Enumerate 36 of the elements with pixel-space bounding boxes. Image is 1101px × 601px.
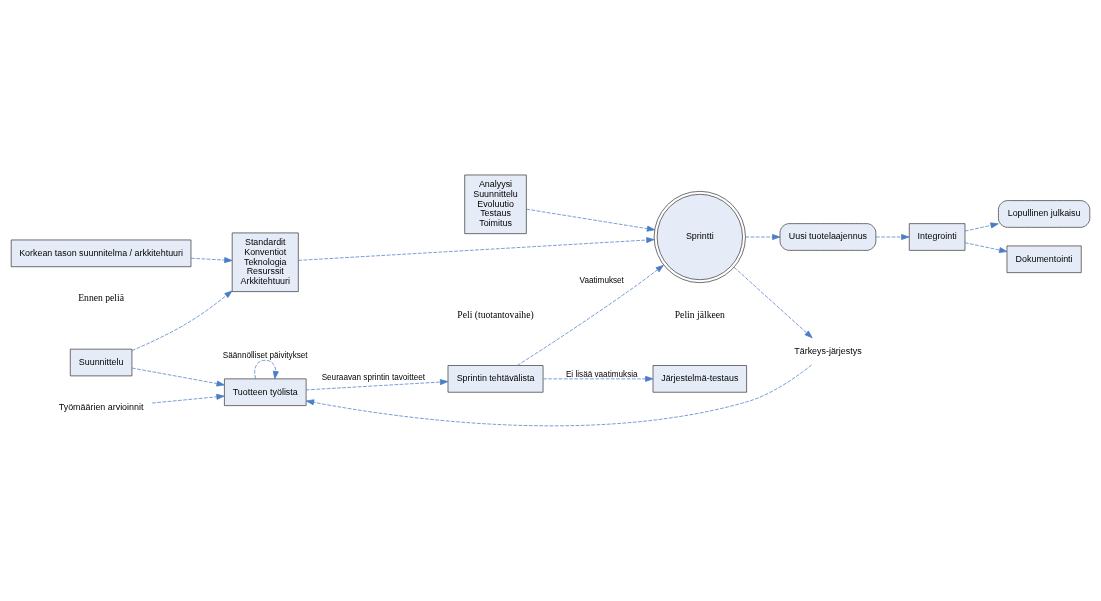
arrow [542, 375, 654, 382]
node-text: Työmäärien arvioinnit [58, 402, 144, 413]
label: Pelin jälkeen [674, 308, 725, 320]
arrow [131, 367, 225, 387]
label: Peli (tuotantovaihe) [457, 308, 534, 320]
arrow [964, 222, 999, 232]
node-box: Standardit Konventiot Teknologia Resurssit Arkkitehtuuri [231, 232, 299, 292]
arrow [964, 242, 1008, 253]
node-box: Analyysi Suunnittelu Evoluutio Testaus Toimitus [464, 174, 527, 234]
arrow [526, 208, 656, 232]
arrow [305, 379, 449, 391]
arrow [298, 237, 655, 261]
arrow [733, 267, 813, 339]
node-box: Lopullinen julkaisu [998, 200, 1091, 228]
label: Ennen peliä [78, 292, 124, 304]
edge-label: Seuraavan sprintin tavoitteet [321, 373, 426, 383]
node-box: Integrointi [908, 223, 966, 251]
node-box: Sprintin tehtävälista [447, 365, 544, 393]
edge-label: Vaatimukset [579, 275, 624, 285]
node-box: Järjestelmä-testaus [652, 365, 747, 393]
arrow [517, 264, 664, 366]
node-box: Uusi tuotelaajennus [779, 223, 877, 251]
arrow [131, 290, 233, 351]
arrow [190, 257, 233, 264]
node-box: Suunnittelu [69, 348, 133, 377]
edge-label: Ei lisää vaatimuksia [565, 369, 638, 379]
arrow [151, 393, 225, 404]
node-text: Tärkeys-järjestys [794, 345, 862, 356]
arrow [875, 234, 910, 240]
arrow [745, 234, 781, 240]
arrow [305, 364, 812, 427]
arrow [254, 359, 279, 380]
edge-label: Säännölliset päivitykset [222, 350, 308, 360]
node-box: Korkean tason suunnitelma / arkkitehtuuri [10, 239, 192, 268]
node-box: Dokumentointi [1006, 245, 1082, 273]
node-box: Tuotteen työlista [224, 378, 307, 406]
